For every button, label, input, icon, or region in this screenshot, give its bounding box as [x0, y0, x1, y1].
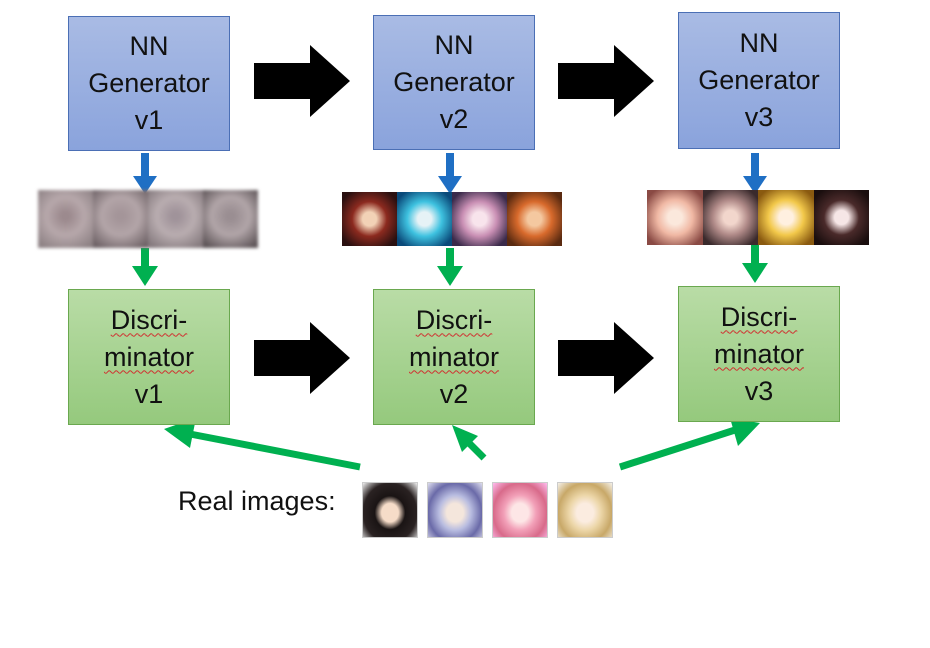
generated-images-v3: [647, 190, 869, 245]
discriminator-v1-line3: v1: [134, 378, 164, 409]
discriminator-v3-line2: minator: [713, 338, 805, 369]
generated-images-v2: [342, 192, 562, 246]
generator-v2-box: NN Generator v2: [373, 15, 535, 150]
discriminator-v1-line2: minator: [103, 341, 195, 372]
generator-v3-line3: v3: [744, 102, 774, 132]
progress-arrow-disc-1-2: [254, 322, 350, 394]
progress-arrow-gen-1-2: [254, 45, 350, 117]
discriminator-v3-line3: v3: [744, 375, 774, 406]
generated-images-v1: [38, 190, 258, 248]
discriminator-v2-line1: Discri-: [415, 304, 493, 335]
generator-v3-line1: NN: [739, 28, 779, 58]
generator-output-arrow-3: [743, 153, 767, 194]
generator-output-arrow-2: [438, 153, 462, 194]
generator-v2-line1: NN: [434, 30, 474, 60]
discriminator-v1-box: Discri- minator v1: [68, 289, 230, 425]
generator-v3-line2: Generator: [698, 65, 820, 95]
generator-v2-line2: Generator: [393, 67, 515, 97]
real-image-4: [557, 482, 613, 538]
real-image-1: [362, 482, 418, 538]
discriminator-v2-line3: v2: [439, 378, 469, 409]
real-input-arrow-1: [164, 418, 361, 471]
generator-v1-line3: v1: [134, 105, 164, 135]
generator-v1-line2: Generator: [88, 68, 210, 98]
discriminator-v3-box: Discri- minator v3: [678, 286, 840, 422]
progress-arrow-disc-2-3: [558, 322, 654, 394]
discriminator-v1-line1: Discri-: [110, 304, 188, 335]
discriminator-v2-line2: minator: [408, 341, 500, 372]
progress-arrow-gen-2-3: [558, 45, 654, 117]
real-image-3: [492, 482, 548, 538]
real-images-label: Real images:: [178, 486, 336, 516]
generator-v1-box: NN Generator v1: [68, 16, 230, 151]
generator-output-arrow-1: [133, 153, 157, 194]
fake-input-arrow-1: [132, 248, 158, 286]
discriminator-v2-box: Discri- minator v2: [373, 289, 535, 425]
real-input-arrow-2: [452, 425, 487, 461]
fake-input-arrow-3: [742, 245, 768, 283]
generator-v1-line1: NN: [129, 31, 169, 61]
real-input-arrow-3: [618, 418, 760, 471]
fake-input-arrow-2: [437, 248, 463, 286]
real-image-2: [427, 482, 483, 538]
generator-v3-box: NN Generator v3: [678, 12, 840, 149]
generator-v2-line3: v2: [439, 104, 469, 134]
discriminator-v3-line1: Discri-: [720, 301, 798, 332]
